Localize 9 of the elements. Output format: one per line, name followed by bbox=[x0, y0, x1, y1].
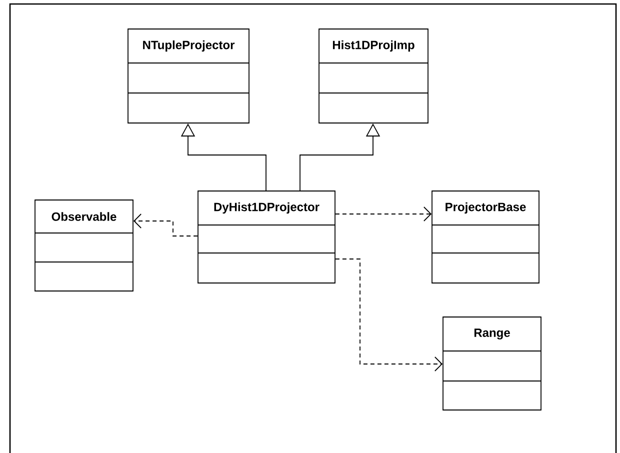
class-box: Hist1DProjImp bbox=[318, 28, 428, 124]
dependency-arrow bbox=[335, 206, 432, 222]
class-box: ProjectorBase bbox=[432, 190, 540, 284]
dependency-arrow bbox=[335, 258, 443, 372]
dependency-arrow bbox=[133, 214, 198, 236]
class-box: DyHist1DProjector bbox=[198, 190, 336, 284]
class-box: Range bbox=[442, 316, 542, 410]
class-box: NTupleProjector bbox=[128, 28, 250, 124]
class-box: Observable bbox=[34, 200, 134, 292]
